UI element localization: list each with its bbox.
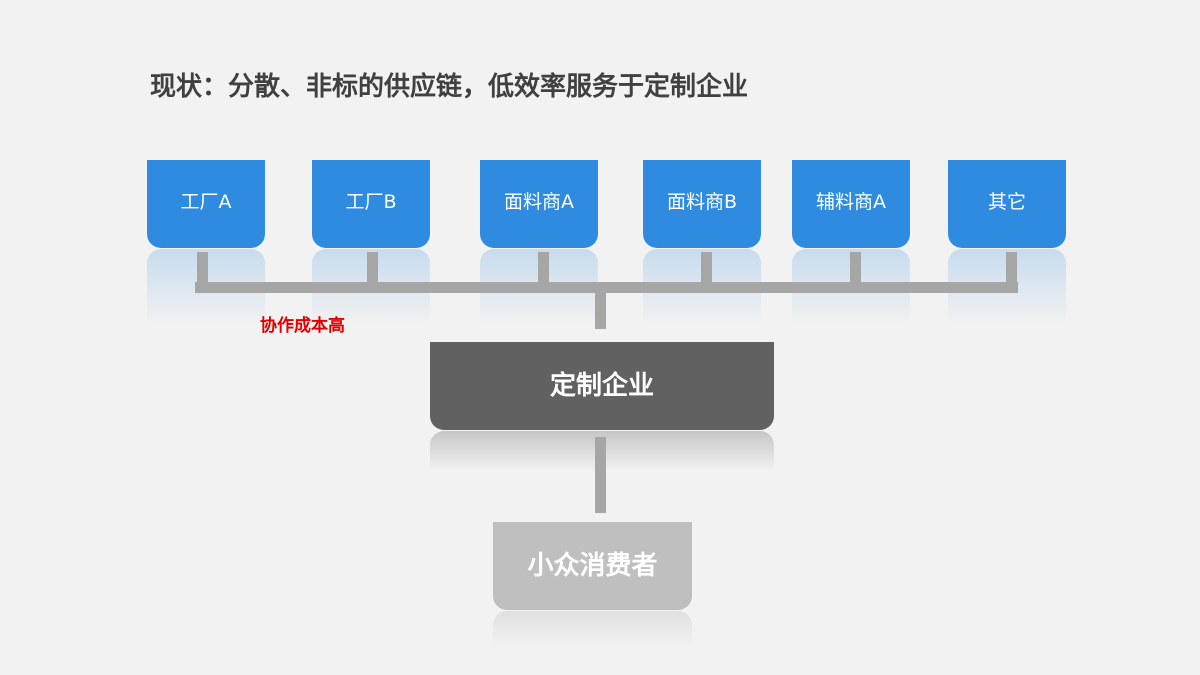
connector-stub [850,252,861,288]
slide-title: 现状：分散、非标的供应链，低效率服务于定制企业 [150,72,749,102]
supplier-fabric-a: 面料商A [480,160,598,248]
consumer-reflection [493,611,692,647]
supplier-label: 工厂B [345,191,397,213]
consumer-box: 小众消费者 [493,522,692,610]
supplier-label: 辅料商A [816,191,886,213]
connector-bus-to-enterprise [595,293,606,329]
supplier-label: 工厂A [180,191,232,213]
connector-stub [538,252,549,288]
connector-stub [701,252,712,288]
supplier-factory-b: 工厂B [312,160,430,248]
supplier-fabric-b: 面料商B [643,160,761,248]
supplier-label: 其它 [987,191,1026,213]
enterprise-box: 定制企业 [430,342,774,430]
supplier-label: 面料商B [666,191,738,213]
connector-bus [195,282,1018,293]
supplier-factory-a: 工厂A [147,160,265,248]
connector-stub [1006,252,1017,288]
enterprise-label: 定制企业 [549,370,654,401]
consumer-label: 小众消费者 [527,550,658,581]
supplier-accessory-a: 辅料商A [792,160,910,248]
connector-stub [367,252,378,288]
connector-enterprise-to-consumer [595,437,606,513]
supplier-other: 其它 [948,160,1066,248]
connector-stub [197,252,208,288]
supplier-label: 面料商A [504,191,574,213]
cost-annotation: 协作成本高 [260,316,345,336]
